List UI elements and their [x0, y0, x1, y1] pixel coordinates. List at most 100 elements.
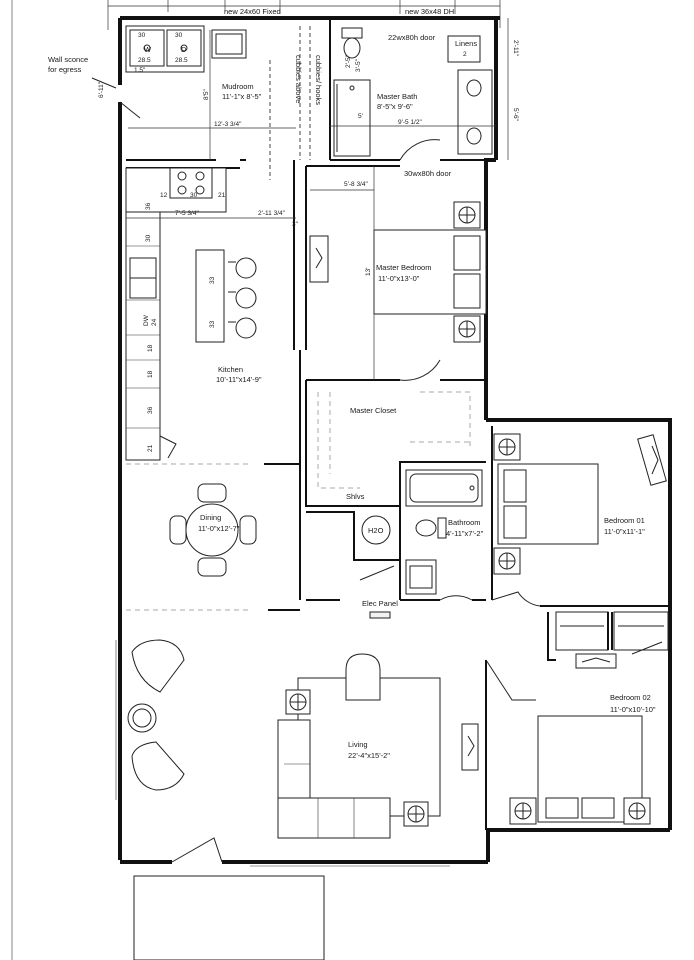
master-bath-width-dim: 9'-5 1/2" [398, 119, 422, 126]
top-dimensions [107, 0, 501, 30]
counter-30b-dim: 30 [145, 234, 152, 242]
water-heater [361, 515, 391, 545]
stool-3 [235, 317, 257, 339]
master-bedroom-name: Master Bedroom [376, 263, 431, 272]
master-bedroom-height-dim: 13' [365, 268, 372, 276]
dining-name: Dining [200, 513, 221, 522]
shower-dim: 5' [358, 113, 363, 120]
master-bath-fixtures [333, 27, 493, 157]
counter-18b-dim: 18 [147, 370, 154, 378]
master-bath-door [399, 139, 441, 161]
dryer-label: D [181, 45, 187, 54]
bathroom-fixtures [405, 469, 483, 601]
porch-outline [133, 875, 325, 960]
cooktop [169, 167, 213, 199]
washer-top-dim: 30 [138, 32, 146, 39]
right-dim-b: 5'-6" [512, 108, 519, 122]
living-chair-2 [131, 741, 185, 791]
window-fixed-note: new 24x60 Fixed [224, 7, 281, 16]
mudroom-width-dim: 12'-3 3/4" [214, 121, 242, 128]
elec-panel-label: Elec Panel [362, 599, 398, 608]
h2o-closet-walls [306, 511, 400, 561]
shelves-label: Shlvs [346, 492, 365, 501]
master-tv [309, 235, 329, 283]
master-closet-shelves [317, 391, 471, 489]
bath-toilet [415, 519, 437, 537]
kitchen-left-counter [125, 211, 161, 461]
bedroom02-name: Bedroom 02 [610, 693, 651, 702]
sofa-bottom [277, 797, 391, 839]
living-furniture [127, 639, 479, 839]
toilet-clear-dim: 2'-5" [345, 54, 352, 68]
dining-table-set [169, 483, 257, 577]
counter-36a-dim: 36 [145, 202, 152, 210]
bedroom01-size: 11'-0"x11'-1" [604, 527, 645, 536]
right-dim-a: 2'-11" [512, 40, 519, 57]
bedroom01-furniture [493, 433, 667, 575]
kitchen-width-dim: 7'-5 3/4" [175, 210, 199, 217]
living-size: 22'-4"x15'-2" [348, 751, 390, 760]
electrical-panel [369, 611, 391, 619]
dryer-depth: 28.5 [175, 57, 188, 64]
mbath-vanity [457, 69, 493, 155]
master-bedroom-size: 11'-0"x13'-0" [378, 274, 420, 283]
dw-label: DW [143, 314, 150, 326]
toilet-depth-dim: 3'-5" [355, 58, 362, 72]
utility-sink [211, 29, 247, 59]
door-22-note: 22wx80h door [388, 33, 436, 42]
living-armchair [345, 653, 381, 701]
kitchen-3in-dim: 3" [292, 221, 299, 228]
laundry-gap: 1.5" [134, 67, 146, 74]
sconce-note-1: Wall sconce [48, 55, 88, 64]
sconce-note-2: for egress [48, 65, 82, 74]
door-30-note: 30wx80h door [404, 169, 452, 178]
island-dim-a: 33 [209, 276, 216, 284]
bedroom02-tv [575, 653, 617, 669]
mudroom-size: 11'-1"x 8'-5" [222, 92, 262, 101]
counter-18a-dim: 18 [147, 344, 154, 352]
kitchen-counters [125, 167, 257, 461]
master-closet-name: Master Closet [350, 406, 397, 415]
master-bedroom-furniture [309, 201, 487, 381]
elec-door [359, 565, 395, 581]
bathroom-name: Bathroom [448, 518, 481, 527]
master-closet-walls [305, 380, 400, 507]
dining-size: 11'-0"x12'-7" [198, 524, 240, 533]
kitchen-gap-dim: 2'-11 3/4" [258, 210, 286, 217]
cubbies-note: cubbies/ hooks [314, 55, 323, 105]
bathtub [405, 469, 483, 507]
mbath-toilet [343, 37, 361, 59]
washer-depth: 28.5 [138, 57, 151, 64]
mudroom-height-dim: 8'5" [203, 89, 210, 100]
sconce-leader [91, 77, 117, 89]
dryer-top-dim: 30 [175, 32, 183, 39]
bedroom02-size: 11'-0"x10'-10" [610, 705, 656, 714]
sconce-dim: 6'-11" [98, 81, 105, 98]
linens-num: 2 [463, 51, 467, 58]
h2o-label: H2O [368, 526, 384, 535]
master-bedroom-width-dim: 5'-8 3/4" [344, 181, 368, 188]
washer [129, 29, 165, 67]
bedroom01-name: Bedroom 01 [604, 516, 645, 525]
washer-label: W [144, 45, 152, 54]
cubbies-above-note: cubbies above [294, 55, 303, 103]
counter-36b-dim: 36 [147, 406, 154, 414]
linens-name: Linens [455, 39, 477, 48]
mbath-shower [333, 79, 371, 157]
bedroom01-door [491, 591, 541, 607]
stool-2 [235, 287, 257, 309]
window-dh-note: new 36x48 DH [405, 7, 454, 16]
dryer [166, 29, 202, 67]
living-chair-1 [131, 639, 185, 693]
stool-1 [235, 257, 257, 279]
laundry-area [125, 25, 247, 73]
mudroom-door [119, 101, 141, 119]
counter-12-dim: 12 [160, 192, 168, 199]
bedroom02-door [485, 659, 536, 701]
side-table [127, 703, 157, 733]
linens-closet [447, 35, 481, 63]
kitchen-name: Kitchen [218, 365, 243, 374]
counter-21-dim: 21 [218, 192, 226, 199]
dw-dim: 24 [151, 318, 158, 326]
